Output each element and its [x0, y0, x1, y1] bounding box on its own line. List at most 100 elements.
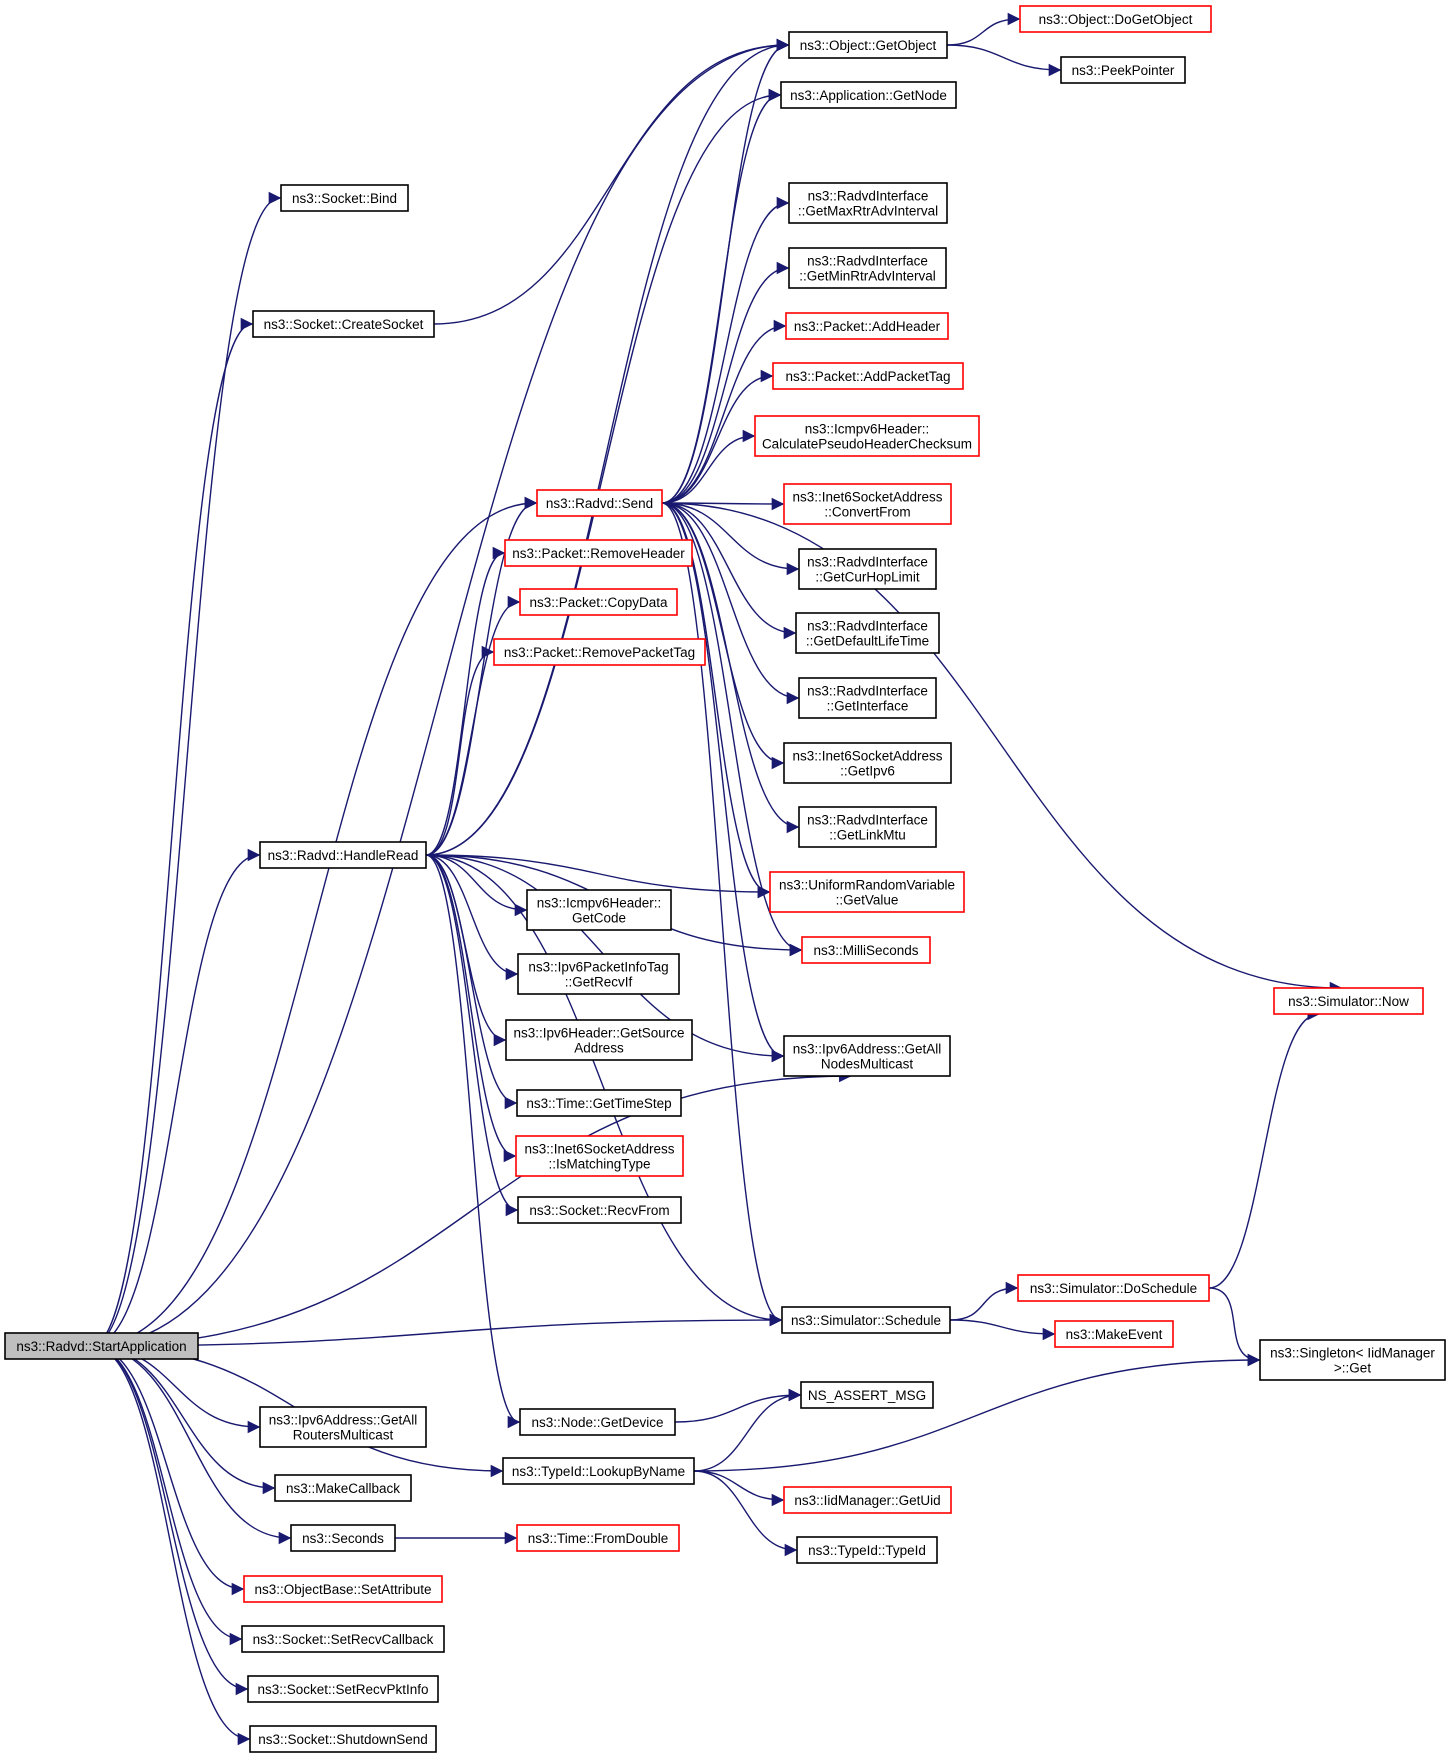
node-removepackettag-label-0: ns3::Packet::RemovePacketTag: [504, 645, 695, 660]
node-getlinkmtu-label-1: ::GetLinkMtu: [829, 828, 906, 843]
node-addheader[interactable]: ns3::Packet::AddHeader: [785, 312, 949, 340]
node-getrecvif-box: [517, 953, 680, 995]
node-getinterface[interactable]: ns3::RadvdInterface::GetInterface: [798, 677, 937, 719]
node-getvalue[interactable]: ns3::UniformRandomVariable::GetValue: [769, 871, 965, 913]
node-makeevent[interactable]: ns3::MakeEvent: [1054, 1320, 1174, 1348]
node-singletonget[interactable]: ns3::Singleton< IidManager>::Get: [1259, 1339, 1446, 1381]
node-root[interactable]: ns3::Radvd::StartApplication: [4, 1332, 199, 1360]
node-setrecvcallback-box: [241, 1625, 445, 1653]
node-getdevice[interactable]: ns3::Node::GetDevice: [519, 1408, 676, 1436]
node-fromdouble-label-0: ns3::Time::FromDouble: [528, 1531, 669, 1546]
node-setattribute[interactable]: ns3::ObjectBase::SetAttribute: [243, 1575, 443, 1603]
edge-send-to-getdefaultlife: [661, 502, 797, 640]
node-addheader-label-0: ns3::Packet::AddHeader: [794, 319, 941, 334]
node-ismatchingtype-label-1: ::IsMatchingType: [548, 1157, 650, 1172]
node-handleread-label-0: ns3::Radvd::HandleRead: [268, 848, 419, 863]
edge-send-to-addpackettag: [661, 369, 774, 504]
node-removepackettag[interactable]: ns3::Packet::RemovePacketTag: [493, 638, 706, 666]
node-doschedule[interactable]: ns3::Simulator::DoSchedule: [1017, 1274, 1210, 1302]
node-fromdouble[interactable]: ns3::Time::FromDouble: [516, 1524, 680, 1552]
node-getminrtr-box: [788, 247, 947, 289]
node-setrecvpktinfo-box: [247, 1675, 439, 1703]
node-copydata[interactable]: ns3::Packet::CopyData: [519, 588, 678, 616]
node-recvfrom[interactable]: ns3::Socket::RecvFrom: [517, 1196, 682, 1224]
node-lookupbyname-box: [502, 1457, 695, 1485]
node-getmaxrtr-label-1: ::GetMaxRtrAdvInterval: [798, 204, 938, 219]
edge-getobject-to-dogetobject: [946, 12, 1021, 46]
node-makecallback-box: [274, 1474, 412, 1502]
node-schedule-box: [781, 1306, 951, 1334]
node-getcode[interactable]: ns3::Icmpv6Header::GetCode: [526, 889, 672, 931]
node-peekpointer[interactable]: ns3::PeekPointer: [1060, 56, 1186, 84]
node-handleread[interactable]: ns3::Radvd::HandleRead: [259, 841, 427, 869]
node-getmaxrtr-label-0: ns3::RadvdInterface: [808, 189, 929, 204]
node-getcode-label-0: ns3::Icmpv6Header::: [537, 896, 662, 911]
node-lookupbyname[interactable]: ns3::TypeId::LookupByName: [502, 1457, 695, 1485]
node-ismatchingtype[interactable]: ns3::Inet6SocketAddress::IsMatchingType: [515, 1135, 684, 1177]
node-dogetobject[interactable]: ns3::Object::DoGetObject: [1019, 5, 1212, 33]
edge-root-to-setrecvcallback: [91, 1345, 243, 1646]
node-shutdownsend[interactable]: ns3::Socket::ShutdownSend: [249, 1725, 437, 1753]
node-getnode-label-0: ns3::Application::GetNode: [790, 88, 947, 103]
edge-getobject-to-peekpointer: [946, 44, 1062, 77]
node-getminrtr[interactable]: ns3::RadvdInterface::GetMinRtrAdvInterva…: [788, 247, 947, 289]
node-typeid[interactable]: ns3::TypeId::TypeId: [796, 1536, 938, 1564]
node-bind[interactable]: ns3::Socket::Bind: [280, 184, 409, 212]
node-singletonget-label-1: >::Get: [1334, 1361, 1371, 1376]
node-now[interactable]: ns3::Simulator::Now: [1273, 987, 1424, 1015]
node-getinterface-label-0: ns3::RadvdInterface: [807, 684, 928, 699]
node-getrecvif[interactable]: ns3::Ipv6PacketInfoTag::GetRecvIf: [517, 953, 680, 995]
node-getuid-box: [783, 1486, 952, 1514]
node-getipv6[interactable]: ns3::Inet6SocketAddress::GetIpv6: [783, 742, 952, 784]
node-getobject[interactable]: ns3::Object::GetObject: [788, 31, 948, 59]
node-seconds[interactable]: ns3::Seconds: [290, 1524, 396, 1552]
node-getlinkmtu[interactable]: ns3::RadvdInterface::GetLinkMtu: [798, 806, 937, 848]
node-getcurhop-box: [798, 548, 937, 590]
node-getcode-label-1: GetCode: [572, 911, 626, 926]
node-send[interactable]: ns3::Radvd::Send: [536, 489, 663, 517]
node-calcpseudo[interactable]: ns3::Icmpv6Header::CalculatePseudoHeader…: [754, 415, 980, 457]
node-setrecvpktinfo[interactable]: ns3::Socket::SetRecvPktInfo: [247, 1675, 439, 1703]
node-setattribute-label-0: ns3::ObjectBase::SetAttribute: [254, 1582, 431, 1597]
node-lookupbyname-label-0: ns3::TypeId::LookupByName: [512, 1464, 685, 1479]
node-setrecvcallback[interactable]: ns3::Socket::SetRecvCallback: [241, 1625, 445, 1653]
node-assertmsg[interactable]: NS_ASSERT_MSG: [800, 1381, 934, 1409]
node-now-label-0: ns3::Simulator::Now: [1288, 994, 1409, 1009]
node-gettimestep[interactable]: ns3::Time::GetTimeStep: [516, 1089, 682, 1117]
node-doschedule-box: [1017, 1274, 1210, 1302]
edge-root-to-bind: [91, 191, 282, 1347]
node-getnode[interactable]: ns3::Application::GetNode: [780, 81, 957, 109]
node-convertfrom[interactable]: ns3::Inet6SocketAddress::ConvertFrom: [783, 483, 952, 525]
node-makecallback-label-0: ns3::MakeCallback: [286, 1481, 400, 1496]
node-makecallback[interactable]: ns3::MakeCallback: [274, 1474, 412, 1502]
node-milliseconds-box: [801, 936, 931, 964]
node-getcurhop[interactable]: ns3::RadvdInterface::GetCurHopLimit: [798, 548, 937, 590]
node-getnode-box: [780, 81, 957, 109]
edge-lookupbyname-to-assertmsg: [693, 1388, 802, 1472]
node-getdefaultlife[interactable]: ns3::RadvdInterface::GetDefaultLifeTime: [795, 612, 940, 654]
node-addpackettag[interactable]: ns3::Packet::AddPacketTag: [772, 362, 964, 390]
node-getminrtr-label-1: ::GetMinRtrAdvInterval: [799, 269, 936, 284]
node-convertfrom-label-0: ns3::Inet6SocketAddress: [792, 490, 942, 505]
node-getuid[interactable]: ns3::IidManager::GetUid: [783, 1486, 952, 1514]
node-dogetobject-box: [1019, 5, 1212, 33]
node-milliseconds[interactable]: ns3::MilliSeconds: [801, 936, 931, 964]
node-root-box: [4, 1332, 199, 1360]
node-createsocket[interactable]: ns3::Socket::CreateSocket: [252, 310, 435, 338]
edge-send-to-getinterface: [661, 502, 800, 705]
node-getinterface-box: [798, 677, 937, 719]
node-removeheader[interactable]: ns3::Packet::RemoveHeader: [504, 539, 693, 567]
node-schedule[interactable]: ns3::Simulator::Schedule: [781, 1306, 951, 1334]
node-assertmsg-label-0: NS_ASSERT_MSG: [808, 1388, 926, 1403]
node-shutdownsend-label-0: ns3::Socket::ShutdownSend: [258, 1732, 428, 1747]
node-setrecvcallback-label-0: ns3::Socket::SetRecvCallback: [253, 1632, 434, 1647]
node-recvfrom-box: [517, 1196, 682, 1224]
node-getmaxrtr[interactable]: ns3::RadvdInterface::GetMaxRtrAdvInterva…: [788, 182, 948, 224]
node-singletonget-box: [1259, 1339, 1446, 1381]
node-copydata-label-0: ns3::Packet::CopyData: [529, 595, 668, 610]
node-fromdouble-box: [516, 1524, 680, 1552]
